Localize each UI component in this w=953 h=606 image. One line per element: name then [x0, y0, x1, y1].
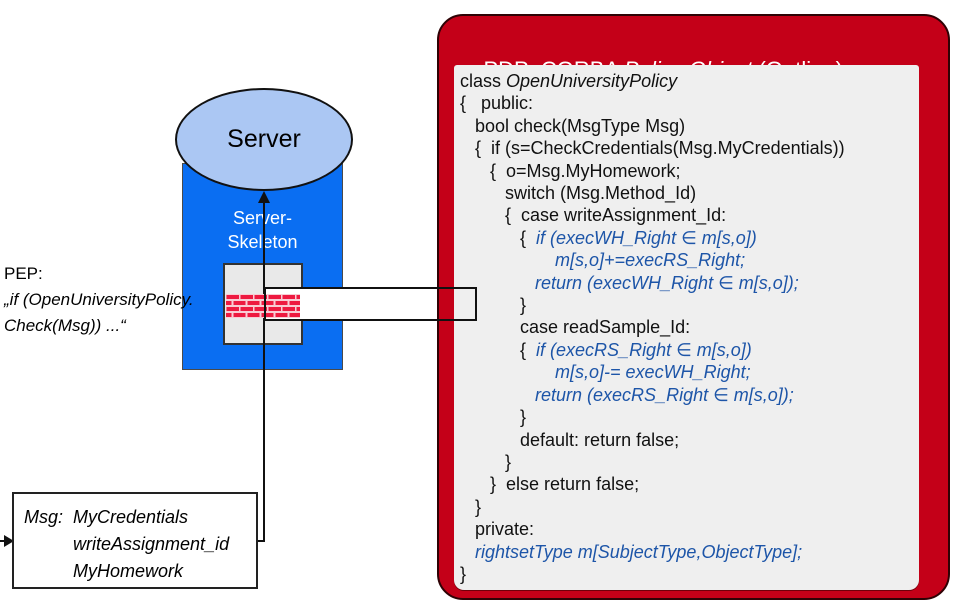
code-line: { if (execWH_Right ∈ m[s,o]) [460, 227, 757, 248]
code-line: private: [460, 519, 535, 540]
code-line: { if (s=CheckCredentials(Msg.MyCredentia… [460, 138, 845, 159]
code-line: { if (execRS_Right ∈ m[s,o]) [460, 339, 752, 360]
code-line: case readSample_Id: [460, 317, 691, 338]
code-line: return (execRS_Right ∈ m[s,o]); [535, 384, 794, 405]
code-line: class OpenUniversityPolicy [460, 71, 678, 91]
pdp-panel: PDP: CORBA Policy Object (Outline) class… [437, 14, 950, 600]
msg-item: MyCredentials [73, 507, 189, 527]
code-line: } [460, 496, 482, 517]
msg-item: writeAssignment_id [73, 534, 230, 554]
code-line: return (execWH_Right ∈ m[s,o]); [535, 272, 799, 293]
code-lines: class OpenUniversityPolicy{ public: bool… [460, 70, 919, 585]
policy-code-panel: class OpenUniversityPolicy{ public: bool… [454, 65, 919, 590]
code-line: } [460, 407, 527, 428]
pep-pdp-connector-outline [264, 287, 477, 321]
code-line: m[s,o]+=execRS_Right; [555, 250, 746, 271]
code-line: } else return false; [460, 474, 640, 495]
firewall-brick-icon [226, 294, 300, 318]
pep-annotation: PEP: „if (OpenUniversityPolicy. Check(Ms… [4, 261, 244, 339]
server-skeleton-label: Server- Skeleton [183, 206, 342, 254]
code-line: { case writeAssignment_Id: [460, 205, 727, 226]
code-line: rightsetType m[SubjectType,ObjectType]; [475, 541, 803, 562]
pep-label: PEP: [4, 264, 43, 283]
code-line: switch (Msg.Method_Id) [460, 183, 697, 204]
msg-label: Msg: [24, 507, 64, 527]
code-line: { o=Msg.MyHomework; [460, 160, 681, 181]
msg-items: MyCredentials writeAssignment_id MyHomew… [73, 504, 229, 587]
msg-box-connector [257, 540, 265, 542]
code-line: } [460, 563, 467, 584]
code-line: } [460, 451, 512, 472]
incoming-msg-line [0, 540, 6, 542]
msg-item: MyHomework [73, 561, 184, 581]
code-line: } [460, 295, 527, 316]
arrowhead-up-icon [258, 191, 270, 203]
code-line: m[s,o]-= execWH_Right; [555, 362, 751, 383]
pep-code-line-1: „if (OpenUniversityPolicy. [4, 290, 194, 309]
code-line: default: return false; [460, 429, 680, 450]
msg-to-server-line [263, 201, 265, 542]
server-node: Server [175, 88, 353, 191]
code-line: { public: [460, 93, 534, 114]
server-label: Server [227, 125, 301, 153]
pep-code-line-2: Check(Msg)) ...“ [4, 316, 126, 335]
msg-box: Msg: MyCredentials writeAssignment_id My… [12, 492, 258, 589]
code-line: bool check(MsgType Msg) [460, 115, 686, 136]
arrowhead-right-icon [4, 535, 14, 547]
